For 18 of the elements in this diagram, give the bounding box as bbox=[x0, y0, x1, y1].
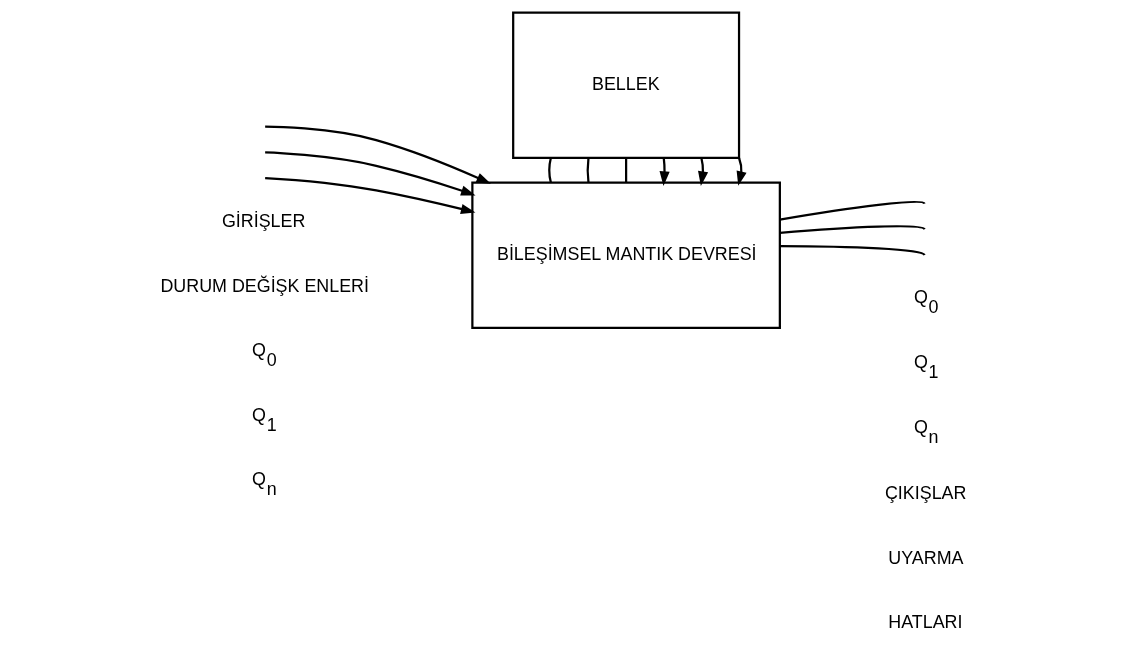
node-box: BİLEŞİMSEL MANTIK DEVRESİ bbox=[471, 181, 781, 330]
connector bbox=[548, 158, 552, 183]
label: HATLARI bbox=[888, 612, 963, 633]
node-box: BELLEK bbox=[512, 11, 741, 160]
connector bbox=[779, 200, 926, 221]
connector bbox=[625, 158, 628, 183]
arrow bbox=[265, 125, 491, 184]
connector bbox=[779, 244, 926, 256]
label: GİRİŞLER bbox=[221, 211, 306, 232]
arrow bbox=[659, 158, 670, 186]
arrow bbox=[698, 158, 709, 186]
arrow bbox=[265, 177, 476, 214]
connector bbox=[586, 158, 590, 183]
label: UYARMA bbox=[888, 547, 964, 568]
label: ÇIKIŞLAR bbox=[884, 482, 967, 503]
label: DURUM DEĞİŞK ENLERİ bbox=[160, 275, 369, 296]
connector bbox=[779, 225, 926, 234]
arrow bbox=[265, 151, 476, 196]
